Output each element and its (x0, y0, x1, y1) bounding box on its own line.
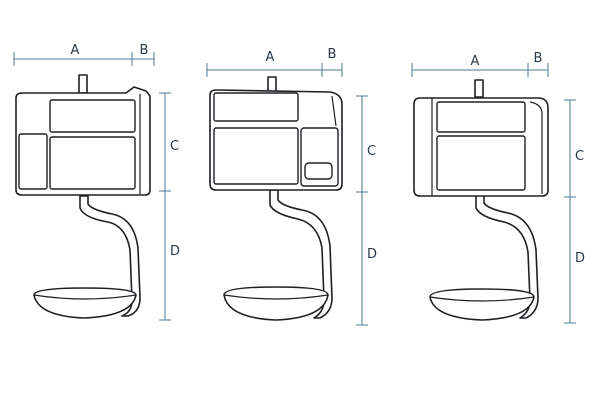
dimension-b-2: B (322, 47, 343, 77)
dimension-a-3: A (411, 54, 529, 77)
top-display (49, 99, 136, 133)
weighing-pan (429, 288, 535, 321)
head-side-edge (331, 95, 337, 127)
label-c: C (170, 139, 179, 154)
top-post (78, 74, 88, 94)
dimension-a-1: A (13, 43, 133, 66)
weighing-pan (223, 286, 329, 321)
label-b: B (534, 51, 543, 66)
top-post (474, 79, 484, 98)
pan-rim (223, 294, 329, 300)
scale-2: A B C D (206, 47, 377, 326)
label-d: D (575, 251, 585, 266)
weighing-pan (33, 287, 137, 319)
scale-1: A B C D (13, 43, 180, 321)
dimension-b-3: B (528, 51, 549, 77)
top-display (436, 101, 526, 133)
pan-rim (33, 294, 137, 300)
stand-arm (475, 194, 539, 319)
stand-arm (269, 189, 333, 319)
dimension-a-2: A (206, 50, 323, 77)
head-side-edge (529, 101, 543, 194)
top-display (213, 92, 299, 122)
dimension-d-1: D (159, 191, 180, 321)
dimension-d-3: D (564, 197, 585, 324)
label-b: B (140, 43, 149, 58)
keypad-panel (18, 133, 48, 190)
label-a: A (71, 43, 80, 58)
dimension-c-3: C (564, 99, 584, 198)
main-display (436, 135, 526, 191)
label-d: D (170, 244, 180, 259)
label-a: A (471, 54, 480, 69)
stand-arm (79, 195, 141, 317)
scale-3: A B C D (411, 51, 585, 324)
dimension-d-2: D (356, 192, 377, 326)
pan-rim (429, 296, 535, 302)
dimension-c-1: C (159, 92, 179, 192)
label-c: C (575, 149, 584, 164)
main-display (213, 127, 299, 185)
label-c: C (367, 144, 376, 159)
label-d: D (367, 247, 377, 262)
label-b: B (328, 47, 337, 62)
main-display (49, 136, 136, 190)
label-a: A (266, 50, 275, 65)
side-button (304, 162, 333, 180)
dimension-b-1: B (132, 43, 155, 66)
dimension-c-2: C (356, 95, 376, 193)
